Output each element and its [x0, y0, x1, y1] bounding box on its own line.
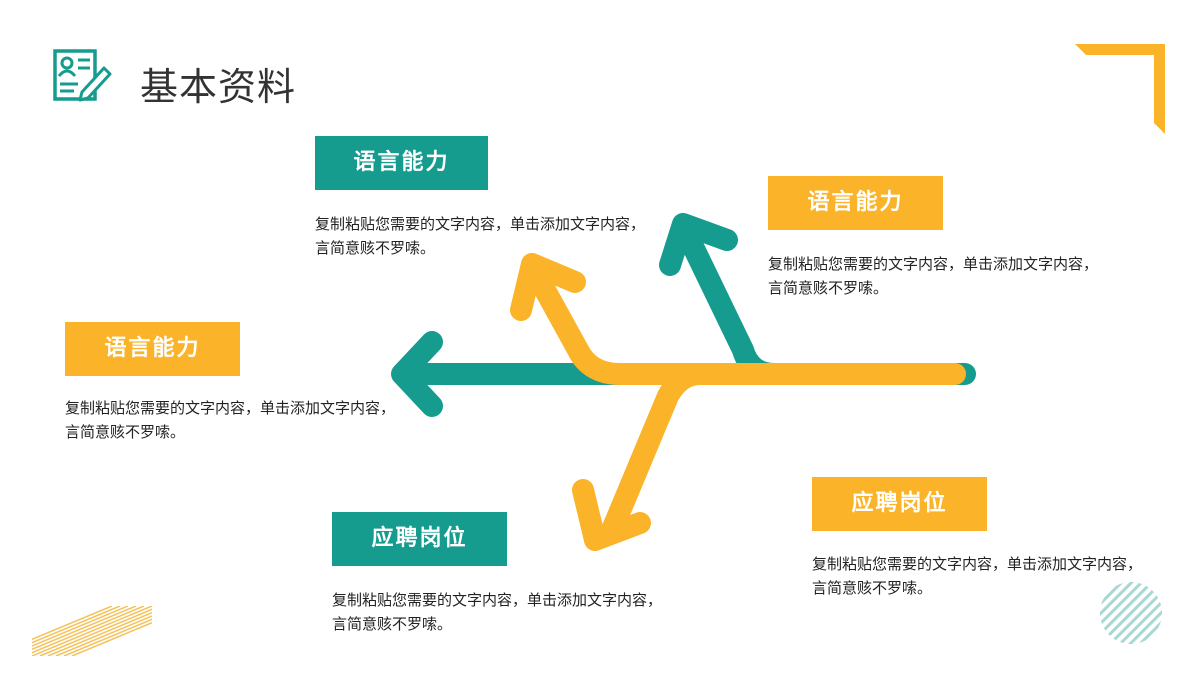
teal-arrow-up-head [659, 213, 738, 276]
label-position-2: 应聘岗位 [812, 477, 987, 531]
striped-circle-decoration [1100, 582, 1162, 644]
description-2: 复制粘贴您需要的文字内容，单击添加文字内容，言简意赅不罗嗦。 [768, 255, 1099, 297]
yellow-arrow-up-head [510, 253, 586, 321]
description-5: 复制粘贴您需要的文字内容，单击添加文字内容，言简意赅不罗嗦。 [812, 555, 1143, 597]
label-language-3: 语言能力 [65, 322, 240, 376]
yellow-arrow-down-head [572, 479, 651, 551]
yellow-arrow-down [601, 363, 711, 541]
yellow-arrow-base [523, 259, 966, 385]
corner-decoration [1075, 44, 1165, 134]
description-3: 复制粘贴您需要的文字内容，单击添加文字内容，言简意赅不罗嗦。 [65, 399, 396, 441]
teal-arrow-left-head [391, 331, 443, 417]
description-1: 复制粘贴您需要的文字内容，单击添加文字内容，言简意赅不罗嗦。 [315, 215, 646, 257]
label-language-2: 语言能力 [768, 176, 943, 230]
label-position-1: 应聘岗位 [332, 512, 507, 566]
teal-arrow-up [674, 219, 786, 385]
stripes-decoration [32, 606, 152, 656]
page-title: 基本资料 [140, 65, 297, 109]
label-language-1: 语言能力 [315, 136, 488, 190]
resume-icon [53, 49, 112, 102]
description-4: 复制粘贴您需要的文字内容，单击添加文字内容，言简意赅不罗嗦。 [332, 591, 663, 633]
